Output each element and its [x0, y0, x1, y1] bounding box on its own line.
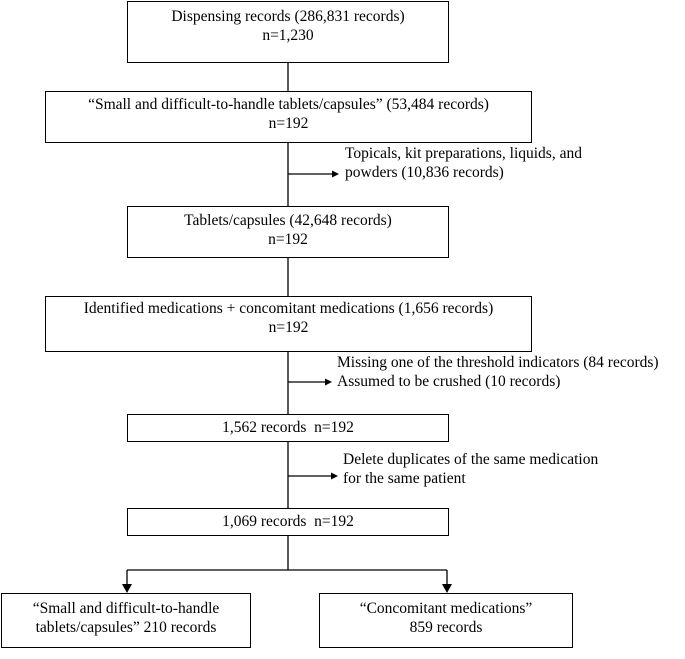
- box7-line1: “Small and difficult-to-handle: [32, 600, 220, 617]
- box7-line2: tablets/capsules” 210 records: [35, 619, 217, 636]
- exclusion1-arrowhead: [332, 170, 339, 178]
- flow-box-1069-records: 1,069 records n=192: [127, 508, 449, 536]
- exclusion2-line2: Assumed to be crushed (10 records): [337, 373, 561, 390]
- flow-box-small-tablets-result: “Small and difficult-to-handle tablets/c…: [1, 593, 251, 648]
- exclusion3-line2: for the same patient: [343, 470, 466, 487]
- flow-box-small-tablets: “Small and difficult-to-handle tablets/c…: [45, 91, 532, 143]
- box5-line1: 1,562 records n=192: [222, 419, 354, 436]
- flow-box-dispensing-records: Dispensing records (286,831 records) n=1…: [127, 1, 449, 63]
- box8-arrowhead: [442, 584, 452, 593]
- box2-line2: n=192: [268, 115, 309, 132]
- box1-line1: Dispensing records (286,831 records): [171, 8, 405, 25]
- exclusion2-arrowhead: [325, 378, 332, 386]
- box1-line2: n=1,230: [262, 27, 314, 44]
- exclusion-duplicates: Delete duplicates of the same medication…: [343, 450, 598, 488]
- exclusion-missing-threshold: Missing one of the threshold indicators …: [337, 353, 659, 391]
- box4-line2: n=192: [268, 319, 309, 336]
- exclusion-topicals: Topicals, kit preparations, liquids, and…: [345, 144, 582, 182]
- box6-line1: 1,069 records n=192: [222, 513, 354, 530]
- box8-line2: 859 records: [409, 619, 483, 636]
- exclusion1-line1: Topicals, kit preparations, liquids, and: [345, 145, 582, 162]
- flow-box-tablets-capsules: Tablets/capsules (42,648 records) n=192: [127, 206, 449, 258]
- box2-line1: “Small and difficult-to-handle tablets/c…: [88, 96, 489, 113]
- exclusion2-line1: Missing one of the threshold indicators …: [337, 354, 659, 371]
- flow-box-concomitant-result: “Concomitant medications” 859 records: [319, 593, 573, 648]
- flow-box-identified-medications: Identified medications + concomitant med…: [45, 296, 532, 352]
- box8-line1: “Concomitant medications”: [359, 600, 533, 617]
- exclusion1-line2: powders (10,836 records): [345, 164, 504, 181]
- box3-line2: n=192: [268, 231, 308, 248]
- box4-line1: Identified medications + concomitant med…: [83, 300, 494, 317]
- box7-arrowhead: [122, 584, 132, 593]
- exclusion3-arrowhead: [331, 472, 338, 480]
- box3-line1: Tablets/capsules (42,648 records): [184, 212, 392, 229]
- flow-box-1562-records: 1,562 records n=192: [127, 414, 449, 442]
- exclusion3-line1: Delete duplicates of the same medication: [343, 451, 599, 468]
